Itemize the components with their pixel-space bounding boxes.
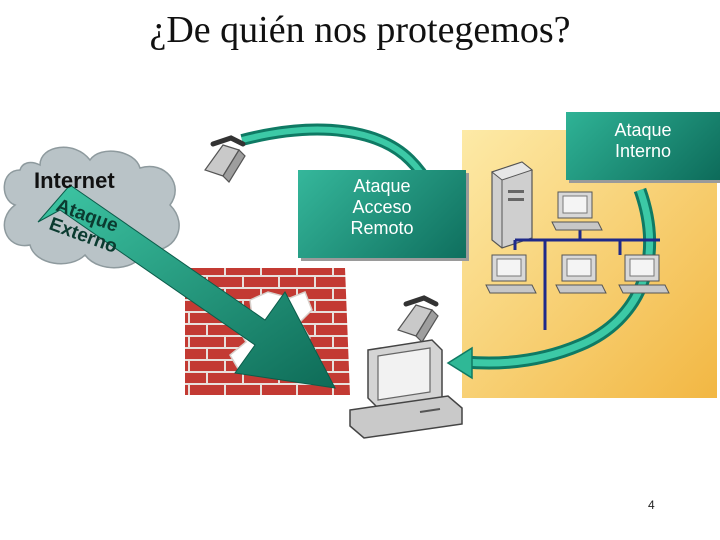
lan-bus [513, 225, 660, 330]
workstation-icon [551, 191, 603, 231]
workstation-icon [485, 254, 537, 294]
remote-attack-line2: Acceso [352, 197, 412, 218]
workstation-icon [349, 339, 463, 439]
internal-attack-line2: Interno [614, 141, 672, 162]
remote-attack-line1: Ataque [353, 176, 411, 196]
telephone-icon [397, 295, 439, 343]
remote-attack-box: Ataque Acceso Remoto [298, 170, 466, 258]
server-icon [490, 161, 534, 249]
external-attack-arrow [37, 184, 336, 389]
page-number: 4 [648, 498, 655, 512]
workstation-icon [555, 254, 607, 294]
slide-title: ¿De quién nos protegemos? [149, 9, 571, 51]
telephone-icon [204, 135, 246, 183]
internal-attack-arrow [446, 187, 657, 380]
internal-attack-line1: Ataque [614, 120, 672, 140]
remote-attack-line3: Remoto [350, 218, 414, 239]
workstation-icon [618, 254, 670, 294]
internet-label: Internet [34, 168, 115, 193]
internal-attack-box: Ataque Interno [566, 112, 720, 180]
